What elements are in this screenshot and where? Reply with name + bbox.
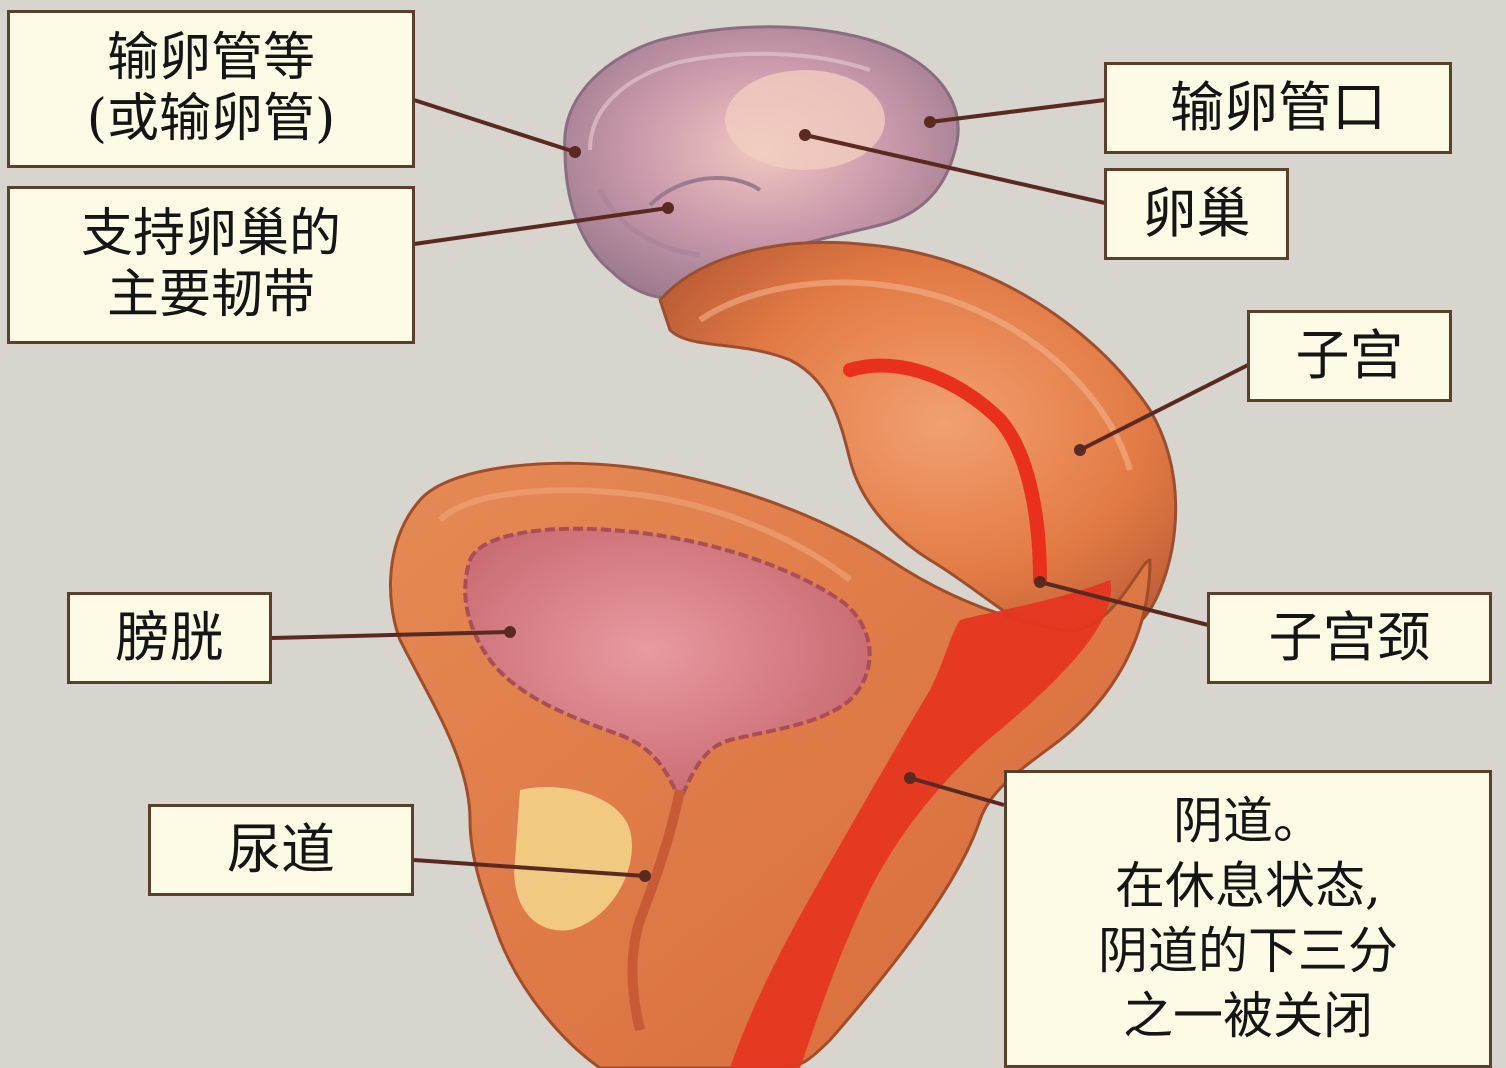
label-vagina-line1: 阴道。 [1173,789,1323,854]
leader-dot [504,626,516,638]
leader-line-fallopian [414,100,575,152]
label-tube-opening: 输卵管口 [1104,62,1452,154]
label-uterus-text: 子宫 [1296,324,1404,388]
label-ligament: 支持卵巢的 主要韧带 [7,186,415,344]
leader-dot [1034,576,1046,588]
label-fallopian-tubes-line2: (或输卵管) [87,89,336,150]
label-bladder: 膀胱 [67,592,272,684]
leader-dot [639,870,651,882]
leader-dot [924,116,936,128]
label-urethra-text: 尿道 [227,818,335,882]
label-cervix-text: 子宫颈 [1269,606,1431,670]
label-vagina-line3: 阴道的下三分 [1098,919,1398,984]
label-vagina-line4: 之一被关闭 [1123,984,1373,1049]
label-urethra: 尿道 [148,804,414,896]
label-vagina: 阴道。 在休息状态, 阴道的下三分 之一被关闭 [1004,770,1492,1068]
label-vagina-line2: 在休息状态, [1115,854,1381,919]
label-tube-opening-text: 输卵管口 [1170,76,1386,140]
label-ovary-text: 卵巢 [1143,182,1251,246]
label-uterus: 子宫 [1247,310,1452,402]
label-cervix: 子宫颈 [1207,592,1492,684]
leader-dot [1074,444,1086,456]
label-ligament-line2: 主要韧带 [107,265,315,326]
label-fallopian-tubes: 输卵管等 (或输卵管) [7,10,415,168]
label-fallopian-tubes-line1: 输卵管等 [107,28,315,89]
label-ovary: 卵巢 [1104,168,1289,260]
label-bladder-text: 膀胱 [116,606,224,670]
leader-dot [904,772,916,784]
label-ligament-line1: 支持卵巢的 [81,204,341,265]
leader-dot [569,146,581,158]
leader-dot [799,129,811,141]
leader-dot [662,202,674,214]
